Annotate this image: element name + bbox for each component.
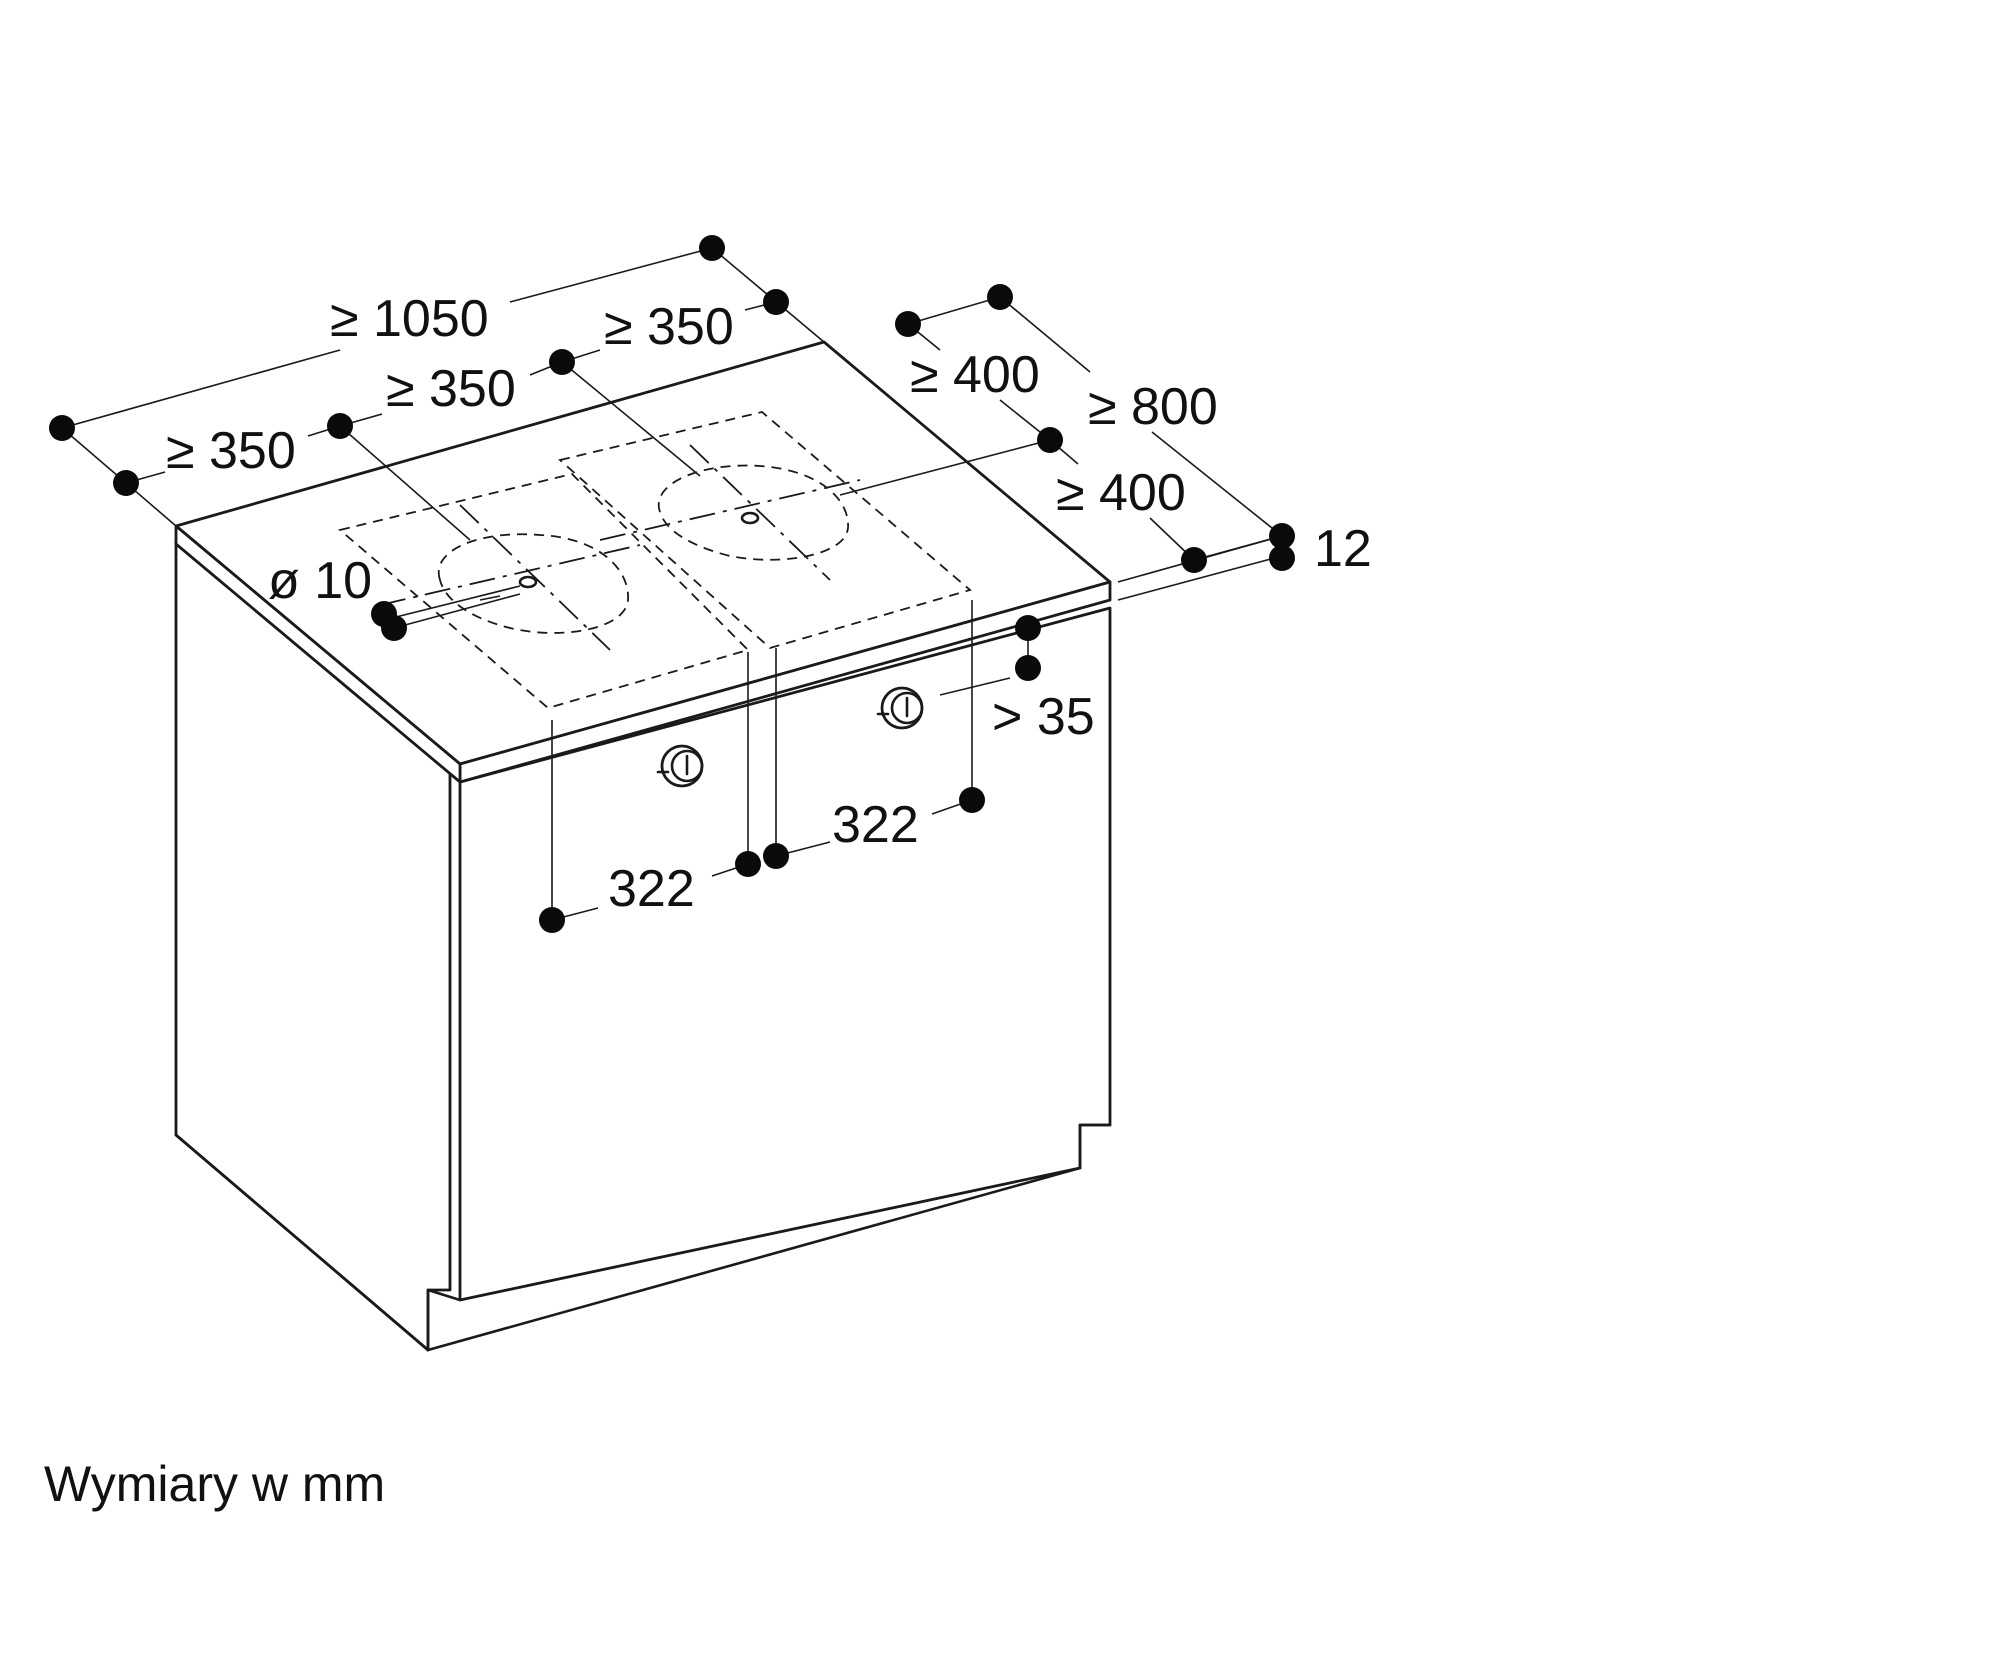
dot <box>1037 427 1063 453</box>
burner-right <box>657 464 849 561</box>
units-caption: Wymiary w mm <box>44 1456 386 1512</box>
label-top-thickness: 12 <box>1314 520 1372 578</box>
label-cutout-left: 322 <box>608 860 695 918</box>
dot <box>1269 545 1295 571</box>
dot <box>699 235 725 261</box>
worktop <box>174 340 1112 784</box>
dot <box>1015 655 1041 681</box>
dot <box>763 843 789 869</box>
dot <box>327 413 353 439</box>
hole-left <box>518 575 538 589</box>
label-cutout-right: 322 <box>832 796 919 854</box>
dot <box>987 284 1013 310</box>
dot <box>735 851 761 877</box>
dot <box>49 415 75 441</box>
dot <box>539 907 565 933</box>
dot <box>381 615 407 641</box>
dimension-dots <box>49 235 1295 933</box>
dot <box>549 349 575 375</box>
plinth-bottom <box>426 1166 1082 1352</box>
burner-left <box>437 533 629 634</box>
label-front-offset: > 35 <box>992 688 1095 746</box>
label-left-margin: ≥ 350 <box>166 422 296 480</box>
dimension-labels: ≥ 1050 ≥ 350 ≥ 350 ≥ 350 ≥ 400 ≥ 800 ≥ 4… <box>166 290 1372 918</box>
dot <box>959 787 985 813</box>
control-knob-left <box>656 744 704 788</box>
dot <box>1015 615 1041 641</box>
dot <box>1269 523 1295 549</box>
dot <box>763 289 789 315</box>
control-knob-right <box>876 686 924 730</box>
cutout-right <box>558 411 972 650</box>
cutout-outlines <box>338 411 972 709</box>
label-depth-total: ≥ 800 <box>1088 378 1218 436</box>
worktop-left-edge <box>174 524 462 784</box>
label-depth-front: ≥ 400 <box>1056 464 1186 522</box>
dot <box>1181 547 1207 573</box>
label-middle-a: ≥ 350 <box>386 360 516 418</box>
label-depth-back: ≥ 400 <box>910 346 1040 404</box>
cabinet <box>174 538 1112 1352</box>
plinth-left <box>426 1288 462 1302</box>
label-total-width: ≥ 1050 <box>330 290 489 348</box>
hole-right <box>740 511 760 525</box>
cutout-left <box>338 473 750 709</box>
label-middle-b: ≥ 350 <box>604 298 734 356</box>
dot <box>113 470 139 496</box>
label-hole-diameter: ø 10 <box>268 552 372 610</box>
dot <box>895 311 921 337</box>
